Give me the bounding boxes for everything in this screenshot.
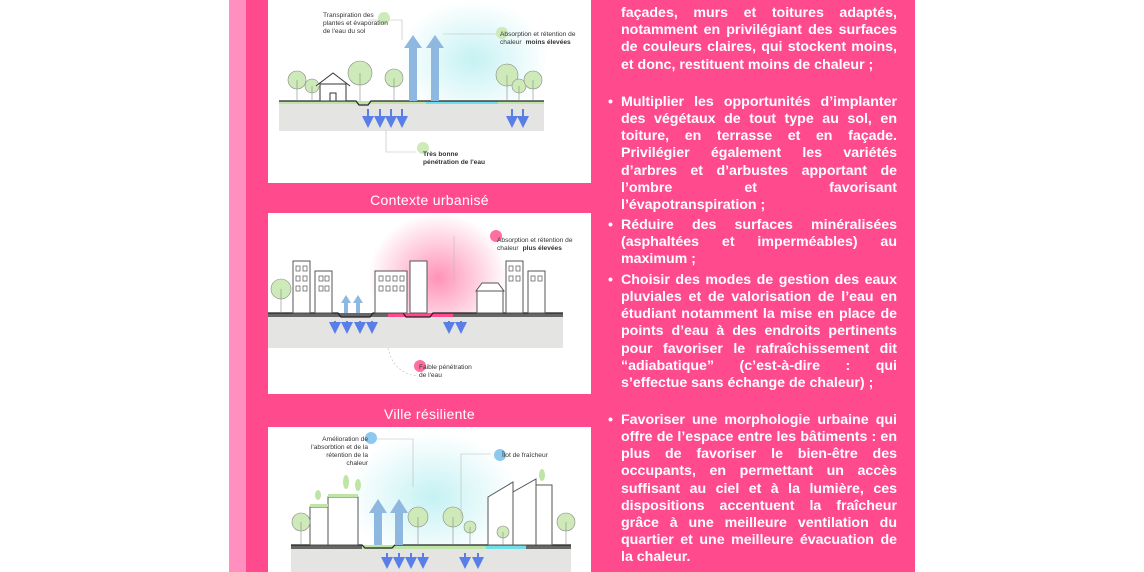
- label-ilot-de-fraicheur: Îlot de fraîcheur: [501, 450, 549, 459]
- evaporation-arrows: [341, 295, 363, 313]
- heated-surface: [388, 313, 453, 317]
- tree: [270, 278, 292, 313]
- bullet-dot: •: [608, 94, 613, 110]
- side-strip: [229, 0, 246, 572]
- soil: [279, 103, 544, 131]
- list-item: •Multiplier les opportunités d’implanter…: [608, 94, 897, 213]
- leader-lines: [373, 438, 491, 517]
- caption-urban-context: Contexte urbanisé: [370, 192, 489, 208]
- evaporation-arrows: [369, 499, 408, 545]
- bullet-dot: •: [608, 272, 613, 288]
- bullet-dot: •: [608, 412, 613, 428]
- thermometer-icon: [490, 230, 502, 242]
- buildings: [309, 478, 553, 546]
- infiltration-arrows: [381, 553, 484, 569]
- water-strip: [426, 101, 498, 104]
- list-item: •Choisir des modes de gestion des eaux p…: [608, 272, 897, 391]
- green-roofs: [310, 469, 545, 507]
- thermometer-icon: [496, 27, 508, 39]
- house-icon: [315, 72, 351, 102]
- bullet-dot: •: [608, 217, 613, 233]
- list-item: •Réduire des surfaces minéralisées (asph…: [608, 217, 897, 268]
- tree-icon: [378, 12, 390, 24]
- grass-strip: [279, 101, 426, 104]
- thermometer-icon: [365, 432, 377, 444]
- windows: [295, 265, 543, 292]
- buildings: [292, 260, 546, 314]
- grass-strip: [362, 545, 486, 549]
- evaporation-arrows: [404, 35, 444, 101]
- grass-strip: [498, 101, 544, 104]
- water-strip: [486, 545, 526, 549]
- water-drop-icon: [417, 142, 429, 154]
- bullet-dot: •: [608, 0, 613, 5]
- trees: [287, 60, 543, 101]
- infiltration-arrows: [329, 321, 467, 334]
- wind-icon: [494, 449, 506, 461]
- list-item: •Favoriser une morphologie urbaine qui o…: [608, 412, 897, 566]
- water-drop-icon: [414, 360, 426, 372]
- caption-resilient-city: Ville résiliente: [384, 406, 475, 422]
- list-item: •Choisir des matériaux de revêtement de …: [605, 0, 897, 74]
- soil: [268, 317, 563, 348]
- trees: [291, 506, 576, 545]
- leader-lines: [387, 236, 455, 377]
- infiltration-arrows: [362, 109, 529, 128]
- soil: [291, 549, 571, 572]
